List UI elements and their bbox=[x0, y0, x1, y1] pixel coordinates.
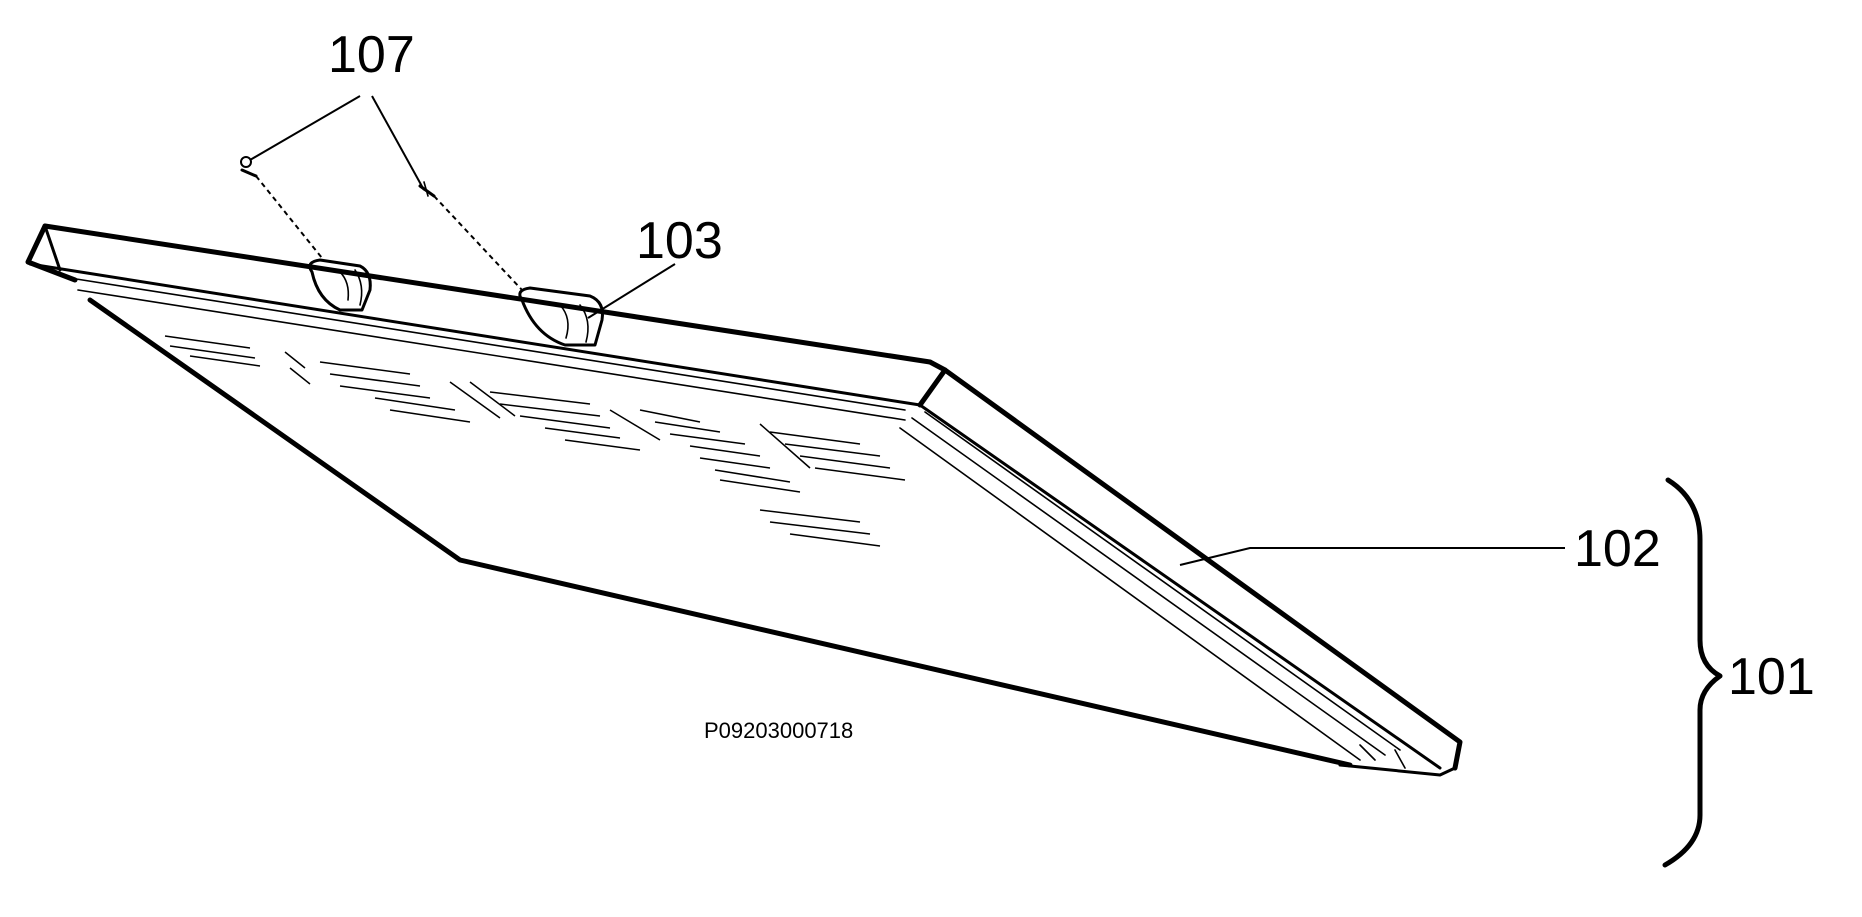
frame-right-corner bbox=[917, 359, 948, 408]
panel-assembly bbox=[25, 156, 1463, 777]
ref-label-103: 103 bbox=[636, 212, 723, 270]
leader-102 bbox=[1179, 547, 1565, 566]
frame-right-rail-line1 bbox=[924, 411, 1401, 751]
hinge-center bbox=[518, 286, 604, 347]
frame-back-edge bbox=[42, 223, 933, 365]
panel-underside-outline bbox=[87, 297, 1353, 768]
frame-front-edge bbox=[28, 262, 922, 407]
frame-right-rail-outer bbox=[942, 367, 1463, 771]
document-id: P09203000718 bbox=[704, 718, 853, 743]
frame-front-edge-inner bbox=[69, 277, 906, 411]
ref-label-102: 102 bbox=[1574, 520, 1661, 578]
screw-left bbox=[240, 156, 323, 259]
screw-right bbox=[418, 181, 523, 291]
frame-right-rail-line2 bbox=[911, 417, 1386, 756]
leader-lines bbox=[249, 95, 1565, 566]
leader-103 bbox=[587, 263, 676, 319]
ref-label-107: 107 bbox=[328, 26, 415, 84]
leader-107-left bbox=[249, 95, 361, 161]
frame-right-end bbox=[1338, 763, 1457, 777]
bracket-101 bbox=[1662, 477, 1723, 868]
ref-label-101: 101 bbox=[1728, 648, 1815, 706]
frame-left-end bbox=[25, 223, 78, 283]
panel-hatching bbox=[164, 335, 906, 547]
hinge-left bbox=[308, 258, 372, 312]
frame-right-rail-mid bbox=[918, 403, 1442, 770]
frame-front-edge-inner2 bbox=[77, 289, 906, 421]
leader-107-right bbox=[371, 95, 425, 191]
frame-right-rail-line3 bbox=[899, 427, 1361, 761]
frame-right-end-detail bbox=[1359, 744, 1406, 769]
frame-left-end-inner bbox=[43, 224, 62, 272]
